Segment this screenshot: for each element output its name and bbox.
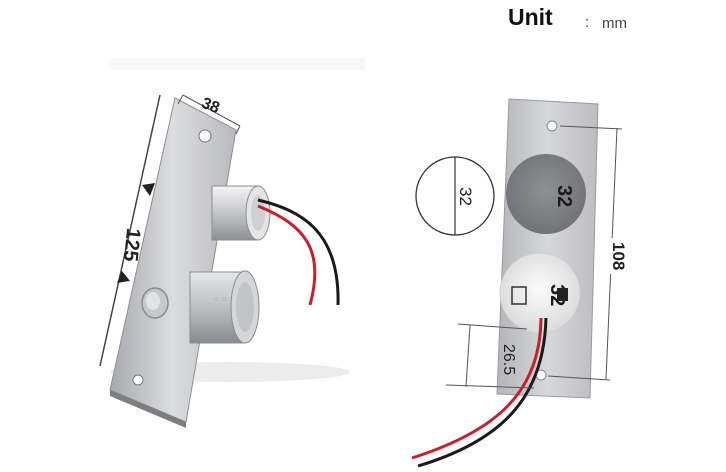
diameter-dim-label: 32 (456, 187, 475, 206)
front-screw-hole-top (546, 120, 558, 132)
screw-hole-top (198, 129, 212, 143)
bolt-hole-inner (146, 292, 160, 310)
screw-hole-bottom (132, 374, 144, 386)
terminal-block-icon-2 (557, 288, 568, 301)
height-right-dim-label: 108 (609, 242, 628, 270)
wire-black-right (417, 317, 548, 468)
wire-red-right (411, 317, 543, 460)
unit-value: mm (602, 15, 627, 32)
watermark-strip (110, 58, 365, 70)
upper-cylinder (211, 185, 271, 241)
height-dim-label: 125 (119, 227, 144, 262)
lock-side-view: ▫ ▫ 38 125 (99, 58, 365, 428)
mounting-plate-edge (110, 390, 186, 428)
dim-spacing: 26.5 (445, 323, 535, 389)
wire-red-left (257, 204, 317, 306)
dim-label-bg (598, 238, 620, 274)
spacing-dim-label: 26.5 (500, 344, 517, 375)
lower-cylinder-marking: ▫ ▫ (214, 291, 227, 306)
cap-top-label: 32 (553, 185, 575, 207)
width-dim-label: 38 (199, 95, 222, 117)
dim-height-right: 108 (547, 125, 628, 381)
dim-height-left: 125 (99, 94, 161, 367)
terminal-block-icon (511, 286, 527, 305)
dim-width-left: 38 (177, 94, 241, 135)
wire-black-left (257, 198, 340, 306)
unit-label: Unit (508, 4, 553, 30)
cap-top (506, 154, 586, 234)
lower-cylinder: ▫ ▫ (189, 270, 260, 344)
unit-separator: : (585, 14, 590, 31)
dim-diameter: 32 (415, 156, 495, 236)
lock-front-view: 32 32 32 108 26.5 (411, 98, 628, 468)
